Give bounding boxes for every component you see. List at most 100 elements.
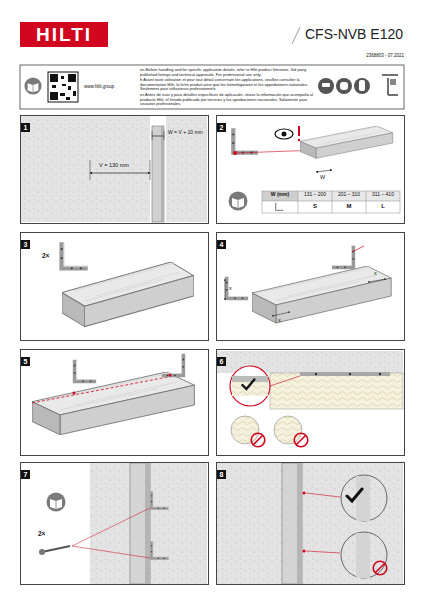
illustration-part [66, 97, 70, 100]
illustration-part [50, 74, 58, 82]
illustration-part [52, 85, 56, 88]
quantity-label: 2× [38, 530, 45, 537]
illustration-part [68, 74, 76, 82]
illustration-part [322, 80, 365, 91]
step-number: 4 [217, 240, 226, 249]
illustration-part [316, 170, 332, 172]
illustration-part [90, 173, 150, 174]
illustration-part [262, 201, 298, 213]
step-number: 2 [217, 123, 226, 132]
dimension-label: x [278, 317, 281, 323]
illustration-part [42, 546, 70, 552]
document-title: CFS-NVB E120 [305, 26, 403, 42]
illustration-part [39, 549, 45, 555]
notice-text: es Antes de usar y para detalles específ… [140, 93, 314, 107]
illustration-part [298, 139, 300, 141]
illustration-part [50, 74, 76, 100]
illustration-part [150, 116, 166, 222]
illustration-part [217, 463, 403, 584]
illustration-part [368, 279, 386, 282]
illustration-part [48, 72, 78, 102]
illustration-part [226, 277, 248, 299]
table-cell: 311 – 410 [366, 192, 400, 198]
step-number: 7 [21, 470, 30, 479]
illustration-part [332, 246, 354, 268]
illustration-part [161, 126, 164, 222]
illustration-part [382, 75, 398, 95]
illustration-part [298, 191, 400, 201]
dimension-label: W = V + 10 mm [168, 130, 203, 136]
step-number: 5 [21, 357, 30, 366]
illustration-part [270, 373, 403, 409]
illustration-part [336, 78, 352, 94]
notice-text: en Before handling and for specific appl… [140, 68, 314, 77]
illustration-part [20, 22, 108, 47]
illustration-part [340, 82, 348, 90]
illustration-part [73, 91, 76, 96]
table-cell: 131 – 200 [298, 192, 332, 198]
illustration-part [233, 151, 237, 155]
illustration-part [47, 493, 66, 512]
illustration-part [225, 279, 226, 300]
illustration-part [152, 136, 164, 137]
illustration-part [297, 463, 302, 584]
illustration-part [21, 116, 207, 222]
illustration-part [275, 129, 293, 139]
table-cell: M [332, 203, 366, 210]
illustration-part [356, 533, 370, 578]
step-number: 1 [21, 123, 30, 132]
illustration-part [151, 541, 169, 559]
illustration-part [275, 203, 283, 211]
illustration-part [341, 475, 387, 521]
illustration-part [251, 433, 265, 447]
illustration-part [229, 192, 248, 211]
dimension-label: W [320, 174, 325, 180]
step-panel: 8 [216, 462, 405, 585]
illustration-part [32, 372, 194, 435]
illustration-part [341, 532, 387, 578]
illustration-part [354, 78, 370, 94]
illustration-part [74, 360, 96, 382]
illustration-part [145, 463, 150, 584]
illustration-part [90, 463, 207, 584]
illustration-part [151, 491, 169, 509]
step-panel: 3 [20, 232, 209, 341]
document-number: 2368803 - 07.2021 [366, 53, 404, 58]
illustration-part [68, 86, 71, 90]
illustration-part [62, 262, 193, 327]
illustration-part [232, 128, 258, 154]
illustration-part [318, 78, 334, 94]
illustration-part [60, 93, 65, 96]
illustration-part [262, 191, 400, 213]
table-cell: S [298, 203, 332, 210]
step-panel: 7 [20, 462, 209, 585]
illustration-part [232, 376, 268, 382]
illustration-part [50, 92, 58, 100]
illustration-part [302, 491, 305, 494]
illustration-part [270, 376, 300, 386]
illustration-part [379, 373, 381, 375]
illustration-part [282, 132, 287, 137]
illustration-part [298, 126, 300, 136]
illustration-part [20, 65, 404, 109]
illustration-part [300, 372, 390, 376]
step-panel: 2 [216, 115, 405, 224]
illustration-part [152, 126, 164, 222]
illustration-part [162, 354, 184, 376]
illustration-part [359, 80, 365, 91]
table-cell: L [366, 203, 400, 210]
illustration-part [152, 131, 164, 140]
illustration-part [349, 373, 351, 375]
step-number: 3 [21, 240, 30, 249]
step-panel: 5 [20, 349, 209, 456]
illustration-part [300, 126, 393, 158]
illustration-part [318, 78, 370, 94]
illustration-part [306, 493, 340, 553]
illustration-part [302, 549, 305, 552]
illustration-part [169, 374, 172, 377]
illustration-part [347, 489, 362, 501]
dimension-label: V = 130 mm [98, 162, 130, 168]
illustration-part [252, 266, 391, 323]
illustration-part [292, 27, 300, 44]
